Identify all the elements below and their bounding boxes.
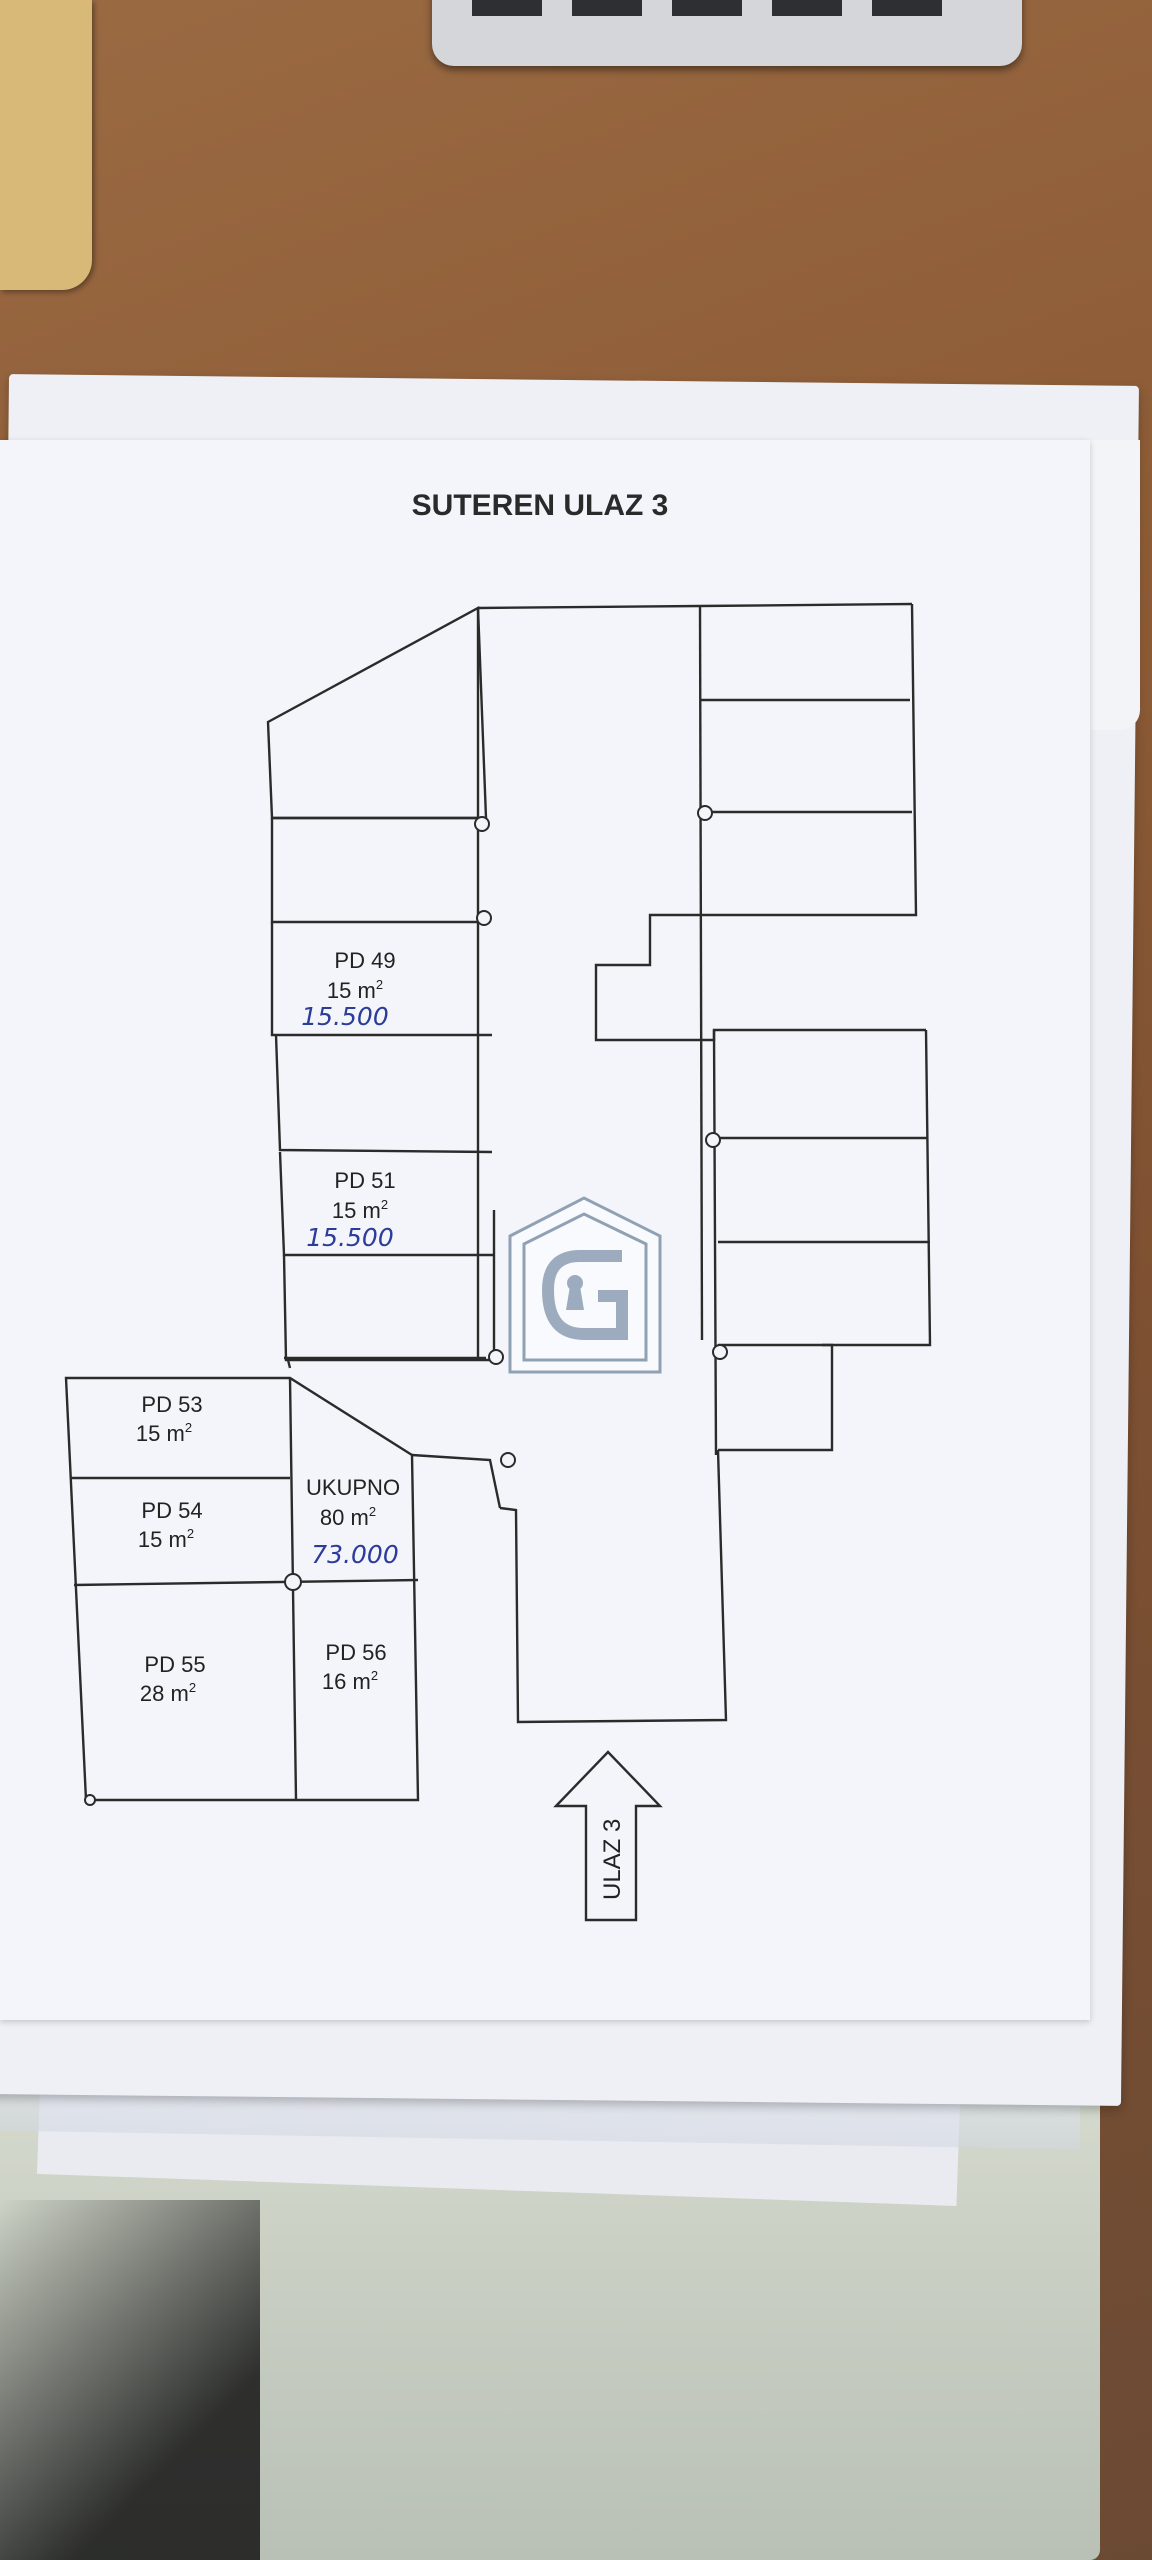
unit-price: 15.500 — [301, 1002, 388, 1031]
bottom-left-block — [64, 1376, 502, 1802]
house-keyhole-logo-icon — [508, 1196, 662, 1374]
unit-name: PD 49 — [334, 948, 395, 973]
shadow-corner — [0, 2200, 260, 2560]
unit-pd51: PD 51 15 m2 15.500 — [306, 1168, 395, 1252]
total-summary: UKUPNO 80 m2 73.000 — [306, 1475, 400, 1569]
total-price: 73.000 — [311, 1540, 398, 1569]
total-area: 80 m — [320, 1505, 369, 1530]
unit-name: PD 51 — [334, 1168, 395, 1193]
unit-pd54: PD 54 15 m2 — [138, 1498, 203, 1552]
svg-text:15 m2: 15 m2 — [136, 1420, 192, 1446]
svg-text:15 m2: 15 m2 — [327, 977, 383, 1003]
entrance-label: ULAZ 3 — [599, 1819, 626, 1900]
svg-text:16 m2: 16 m2 — [322, 1668, 378, 1694]
corridor-and-right-units — [477, 602, 932, 1724]
unit-price: 15.500 — [306, 1223, 393, 1252]
unit-pd53: PD 53 15 m2 — [136, 1392, 203, 1446]
unit-name: PD 54 — [141, 1498, 202, 1523]
total-label: UKUPNO — [306, 1475, 400, 1500]
unit-name: PD 55 — [144, 1652, 205, 1677]
plan-title: SUTEREN ULAZ 3 — [412, 489, 669, 522]
svg-text:80 m2: 80 m2 — [320, 1504, 376, 1530]
svg-text:15 m2: 15 m2 — [332, 1197, 388, 1223]
unit-area: 15 m — [332, 1198, 381, 1223]
unit-area: 28 m — [140, 1681, 189, 1706]
svg-text:15 m2: 15 m2 — [138, 1526, 194, 1552]
door-markers — [84, 805, 728, 1806]
unit-area: 16 m — [322, 1669, 371, 1694]
unit-area: 15 m — [136, 1421, 185, 1446]
unit-pd49: PD 49 15 m2 15.500 — [301, 948, 395, 1031]
unit-name: PD 56 — [325, 1640, 386, 1665]
calculator — [432, 0, 1022, 66]
unit-name: PD 53 — [141, 1392, 202, 1417]
svg-text:28 m2: 28 m2 — [140, 1680, 196, 1706]
unit-pd56: PD 56 16 m2 — [322, 1640, 387, 1694]
unit-area: 15 m — [327, 978, 376, 1003]
yellow-folder-corner — [0, 0, 92, 290]
unit-pd55: PD 55 28 m2 — [140, 1652, 206, 1706]
entrance-arrow-icon: ULAZ 3 — [553, 1750, 663, 1922]
unit-area: 15 m — [138, 1527, 187, 1552]
